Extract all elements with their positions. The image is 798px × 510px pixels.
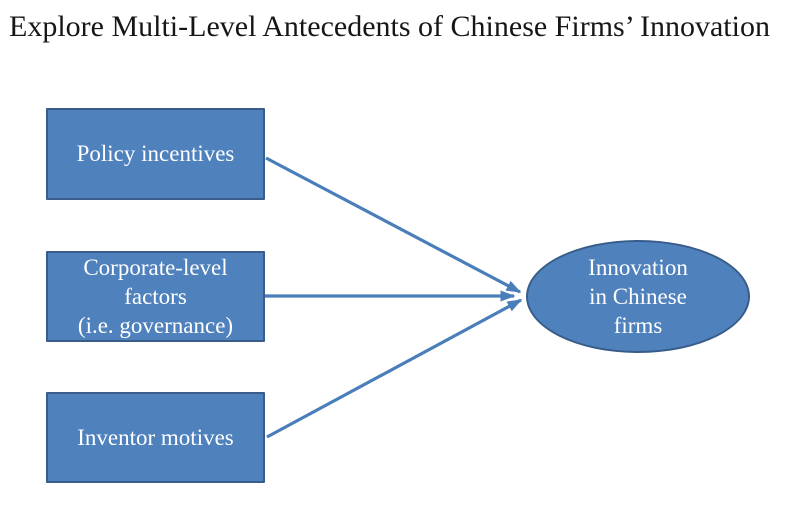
box-corporate-factors-label: Corporate-level factors (i.e. governance… [77, 254, 234, 339]
arrow-inventor-to-innovation [266, 298, 523, 439]
ellipse-innovation-in-chinese-firms: Innovation in Chinese firms [526, 240, 750, 353]
box-inventor-motives: Inventor motives [46, 392, 265, 483]
box-corporate-factors: Corporate-level factors (i.e. governance… [46, 251, 265, 342]
box-policy-incentives-label: Policy incentives [76, 141, 235, 167]
box-policy-incentives: Policy incentives [46, 108, 265, 200]
ellipse-innovation-label: Innovation in Chinese firms [588, 254, 688, 339]
box-inventor-motives-label: Inventor motives [77, 424, 234, 450]
arrow-policy-to-innovation [265, 156, 522, 294]
diagram-title: Explore Multi-Level Antecedents of Chine… [9, 10, 770, 43]
